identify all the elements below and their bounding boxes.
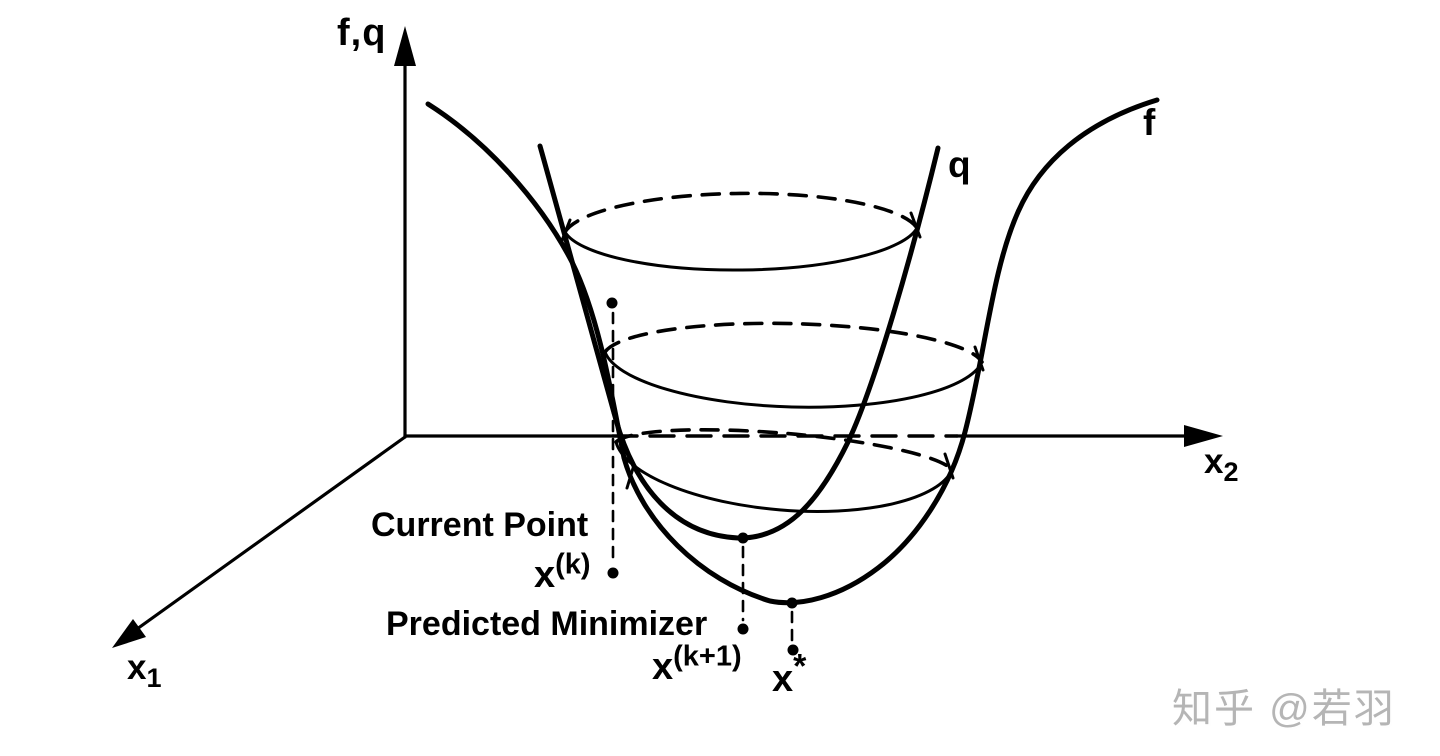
x2-axis-label: x2 xyxy=(1204,442,1239,486)
x2-axis-arrowhead-icon xyxy=(1184,425,1223,447)
x-k1-label: x(k+1) xyxy=(652,642,742,688)
x1-axis-line xyxy=(128,435,407,636)
x1-axis-label-subscript: 1 xyxy=(146,663,162,693)
level-curve-3-front xyxy=(614,440,954,513)
x-star-label: x* xyxy=(772,649,806,700)
x-star-label-base: x xyxy=(772,658,794,700)
current-point-caption: Current Point xyxy=(371,506,589,544)
q-curve-label: q xyxy=(948,144,971,185)
predicted-minimizer-plane-dot xyxy=(737,623,749,635)
level-curve-2-front xyxy=(603,350,984,409)
x2-axis-label-base: x xyxy=(1204,442,1224,481)
x-k-label-superscript: (k) xyxy=(555,548,591,581)
x2-axis-label-subscript: 2 xyxy=(1223,457,1239,487)
x-k1-label-base: x xyxy=(652,646,674,688)
f-curve-label: f xyxy=(1143,102,1156,143)
x-k1-label-superscript: (k+1) xyxy=(673,640,742,673)
level-curve-1-right-tick xyxy=(909,211,922,239)
x1-axis-label: x1 xyxy=(127,648,162,692)
level-curve-3-left-tick xyxy=(625,463,636,490)
x-k-label: x(k) xyxy=(534,550,591,596)
level-curve-1-left-tick xyxy=(559,218,572,245)
f-minimum-dot xyxy=(786,597,798,609)
level-curve-2-back-dashed xyxy=(603,321,984,364)
surface-point-above-xk-dot xyxy=(606,297,618,309)
level-curve-1-front xyxy=(563,226,919,272)
x-k-plane-dot xyxy=(607,567,619,579)
x-star-label-superscript: * xyxy=(793,647,807,686)
level-curve-1-back-dashed xyxy=(563,191,919,234)
fq-axis-arrowhead-icon xyxy=(394,26,416,66)
q-minimum-dot xyxy=(737,532,749,544)
fq-axis-label: f,q xyxy=(337,12,387,54)
level-curve-3-back-dashed xyxy=(614,427,954,472)
predicted-minimizer-caption: Predicted Minimizer xyxy=(386,605,708,643)
x1-axis-label-base: x xyxy=(127,648,147,687)
level-curve-3-right-tick xyxy=(943,452,955,480)
x-k-label-base: x xyxy=(534,554,556,596)
x-star-plane-dot xyxy=(787,644,799,656)
x1-axis-arrowhead-icon xyxy=(112,619,146,648)
level-curve-2-right-tick xyxy=(973,345,985,372)
watermark: 知乎 @若羽 xyxy=(1172,687,1396,731)
